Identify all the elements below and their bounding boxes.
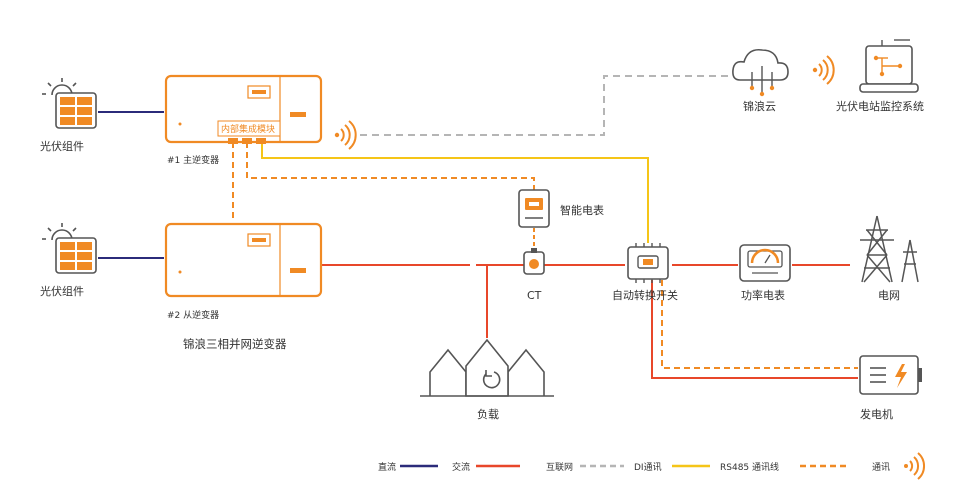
load-label: 负载 — [477, 407, 499, 421]
power-meter-label: 功率电表 — [741, 288, 785, 302]
pv-module-2: 光伏组件 — [40, 223, 97, 298]
rs485-line-meter — [246, 142, 535, 190]
di-line — [261, 142, 649, 243]
ct-icon — [523, 248, 545, 275]
inverter-icon — [164, 222, 323, 298]
legend: 直流 交流 互联网 DI通讯 RS485 通讯线 通讯 — [378, 452, 925, 480]
legend-rs485-label: RS485 通讯线 — [720, 461, 779, 473]
grid: 电网 — [860, 215, 919, 302]
solar-panel-icon — [55, 237, 97, 274]
smart-meter: 智能电表 — [518, 189, 604, 228]
monitoring-label: 光伏电站监控系统 — [836, 99, 924, 113]
ct: CT — [523, 248, 545, 302]
cloud: 锦浪云 — [732, 48, 789, 113]
pv-module-label: 光伏组件 — [40, 284, 84, 298]
wifi-signal-icon — [812, 55, 835, 85]
ac-line-generator — [651, 280, 858, 379]
inverter-master-label: #1 主逆变器 — [167, 154, 219, 166]
legend-internet-label: 互联网 — [546, 462, 573, 473]
legend-ac-label: 交流 — [452, 461, 470, 473]
sun-icon — [42, 78, 77, 96]
internal-module-label: 内部集成模块 — [221, 123, 275, 135]
laptop-icon — [859, 39, 919, 93]
transmission-tower-icon — [860, 215, 919, 283]
pv-module-label: 光伏组件 — [40, 139, 84, 153]
grid-label: 电网 — [878, 289, 900, 302]
inverter-slave-label: #2 从逆变器 — [167, 309, 219, 321]
legend-dc-label: 直流 — [378, 461, 396, 473]
internet-line — [360, 75, 734, 136]
cloud-icon — [732, 48, 789, 97]
ct-label: CT — [527, 289, 542, 302]
legend-di-label: DI通讯 — [634, 462, 662, 473]
wifi-signal-icon — [904, 452, 925, 480]
pv-module-1: 光伏组件 — [40, 78, 97, 153]
generator-label: 发电机 — [860, 407, 893, 421]
power-meter: 功率电表 — [739, 244, 791, 302]
ats-label: 自动转换开关 — [612, 288, 678, 302]
smart-meter-icon — [518, 189, 550, 228]
power-meter-icon — [739, 244, 791, 282]
smart-meter-label: 智能电表 — [560, 203, 604, 217]
inverter-master: 内部集成模块 #1 主逆变器 — [164, 74, 323, 166]
cloud-label: 锦浪云 — [743, 99, 776, 113]
inverter-series-label: 锦浪三相并网逆变器 — [183, 337, 287, 351]
sun-icon — [42, 223, 77, 241]
solar-panel-icon — [55, 92, 97, 129]
generator-icon — [859, 355, 922, 395]
house-icon — [420, 338, 554, 397]
switch-icon — [627, 243, 669, 283]
ats: 自动转换开关 — [612, 243, 678, 302]
wifi-signal-icon — [334, 120, 357, 150]
inverter-slave: #2 从逆变器 锦浪三相并网逆变器 — [164, 222, 323, 351]
monitoring-system: 光伏电站监控系统 — [836, 39, 924, 113]
legend-comm-label: 通讯 — [872, 462, 890, 473]
load: 负载 — [420, 338, 554, 421]
generator: 发电机 — [859, 355, 922, 421]
